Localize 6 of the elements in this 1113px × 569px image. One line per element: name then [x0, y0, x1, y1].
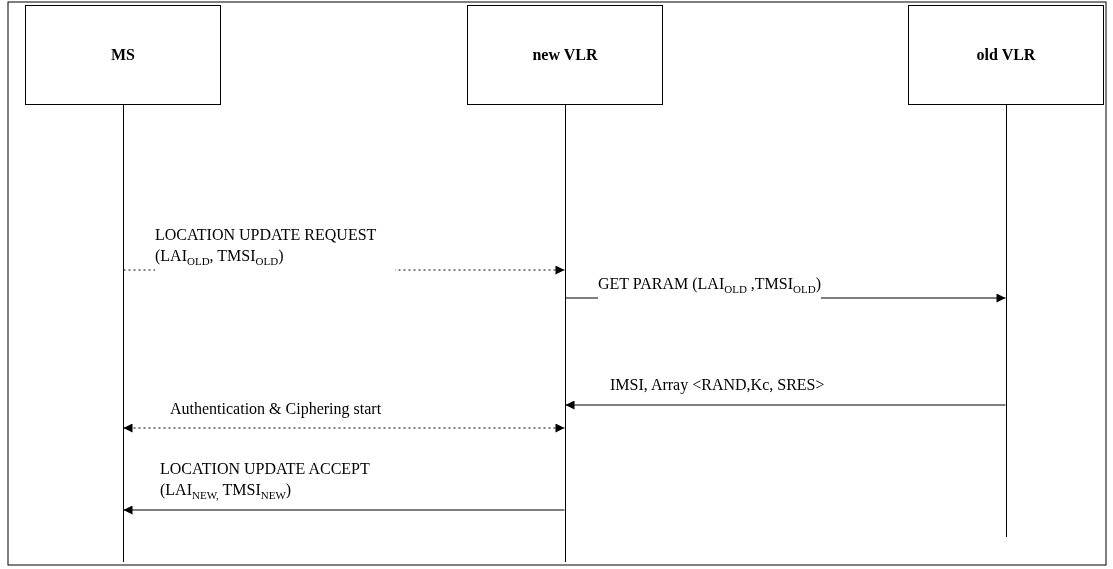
participant-name: MS: [111, 46, 135, 64]
message-arrow: [122, 423, 566, 433]
message-arrow: [564, 400, 1007, 410]
participant-name: new VLR: [532, 46, 598, 64]
message-arrow: [122, 505, 566, 515]
participant-name: old VLR: [976, 46, 1036, 64]
